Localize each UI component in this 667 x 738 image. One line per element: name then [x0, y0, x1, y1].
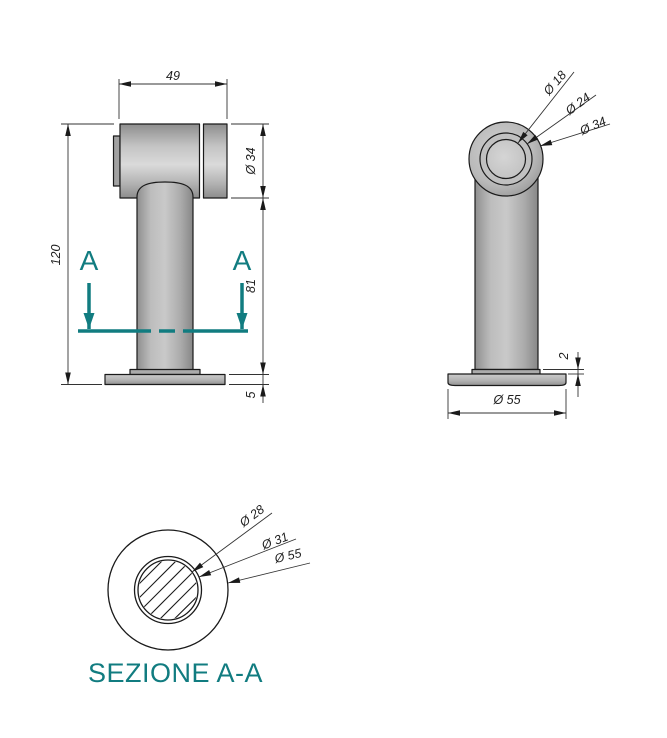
- front-head-end-cap: [202, 123, 228, 199]
- side-view-dimensions: [447, 71, 611, 419]
- leader-core-28: [191, 512, 273, 573]
- section-marker-a-left: A: [79, 245, 99, 276]
- dim-label-front-base-thickness: 5: [244, 391, 258, 399]
- front-base-step: [129, 368, 201, 376]
- dim-label-side-step-height: 2: [557, 352, 571, 360]
- dim-label-front-total-height: 120: [49, 244, 63, 266]
- section-marker-a-right: A: [232, 245, 252, 276]
- front-view: [104, 123, 228, 386]
- leader-counterbore-24: [526, 94, 597, 145]
- front-head-left-nub: [112, 135, 121, 187]
- side-base-flange: [447, 373, 567, 387]
- front-head-cylinder: [119, 123, 201, 199]
- dim-label-front-shaft-height: 81: [244, 279, 258, 293]
- leader-bore-18: [517, 71, 575, 144]
- section-cut-line: [78, 283, 248, 333]
- dim-label-front-head-diameter: Ø 34: [244, 147, 258, 175]
- front-shaft: [136, 181, 194, 372]
- side-shaft: [474, 167, 539, 371]
- dim-label-side-base-diameter: Ø 55: [493, 393, 521, 407]
- front-base-flange: [104, 373, 226, 386]
- section-core-circle: [137, 559, 199, 621]
- side-head-bore-circle: [485, 138, 527, 180]
- side-base-step: [471, 368, 541, 375]
- leader-head-34: [539, 123, 611, 147]
- section-view-dimensions: [191, 512, 311, 584]
- leader-outer-55: [227, 562, 311, 584]
- side-view: [447, 121, 567, 387]
- leader-ring-31: [198, 538, 297, 578]
- front-view-dimensions: [61, 79, 269, 403]
- section-title: SEZIONE A-A: [88, 658, 264, 688]
- section-view: [107, 529, 229, 651]
- dim-label-front-width: 49: [166, 69, 180, 83]
